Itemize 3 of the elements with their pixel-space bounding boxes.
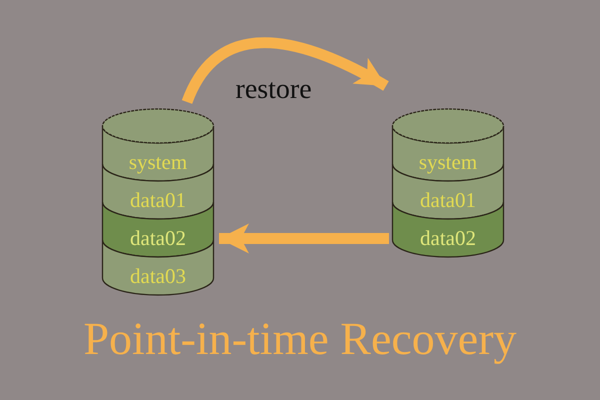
arrow <box>182 38 389 104</box>
caption: Point-in-time Recovery <box>82 312 518 365</box>
arrow <box>219 224 389 254</box>
